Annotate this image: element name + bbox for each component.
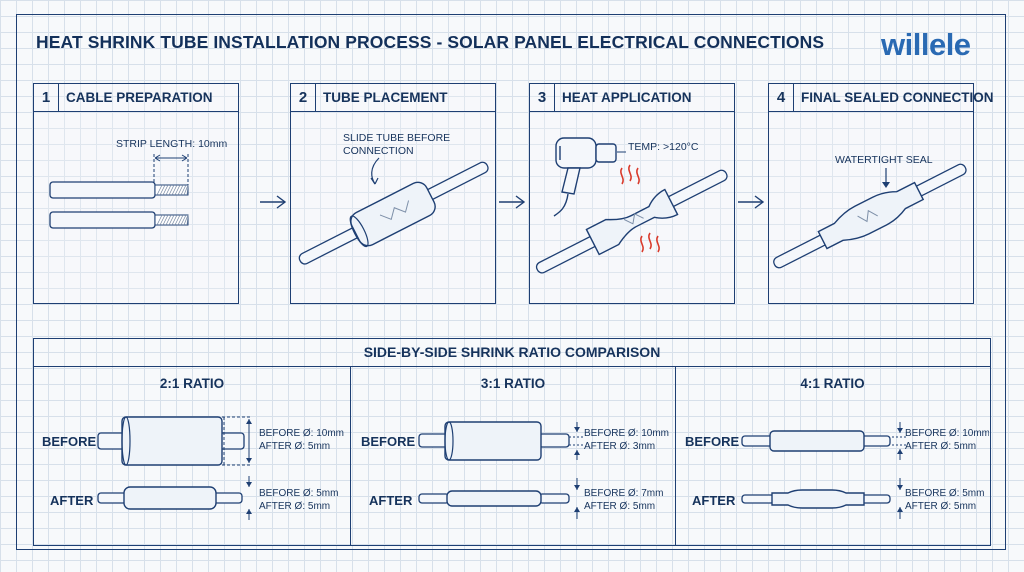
tube-before-3-1 — [418, 421, 583, 461]
arrow-right-icon — [738, 195, 765, 209]
after-label: AFTER — [50, 493, 94, 508]
before-label: BEFORE — [685, 434, 740, 449]
step-1-number: 1 — [34, 84, 59, 111]
dim-before: BEFORE Ø: 10mm — [905, 428, 989, 439]
ratio-title: 2:1 RATIO — [159, 376, 225, 391]
tube-before-4-1 — [741, 422, 908, 460]
shrinking-tube — [585, 188, 679, 256]
ratio-column-2-1: 2:1 RATIO BEFORE AFTER BEFORE Ø: 10mm AF… — [34, 366, 351, 545]
ratio-title: 4:1 RATIO — [800, 376, 865, 391]
ratio-title: 3:1 RATIO — [480, 376, 546, 391]
cable-with-tube — [298, 161, 489, 265]
step-1-title: CABLE PREPARATION — [66, 90, 213, 105]
heat-application-illustration: TEMP: >120°C — [535, 137, 728, 274]
tube-before-2-1 — [97, 416, 252, 466]
step-4-number: 4 — [769, 84, 794, 111]
arrow-right-icon — [499, 195, 526, 209]
final-connection-illustration: WATERTIGHT SEAL — [773, 154, 967, 269]
dim-after: AFTER Ø: 3mm — [584, 441, 655, 452]
step-4-header: 4 FINAL SEALED CONNECTION — [769, 84, 994, 112]
strip-length-label: STRIP LENGTH: 10mm — [116, 138, 227, 150]
step-3-number: 3 — [530, 84, 555, 111]
stripped-cable — [49, 181, 189, 199]
step-1-panel: 1 CABLE PREPARATION STRIP LENGTH: 10mm — [33, 83, 239, 304]
step-3-panel: 3 HEAT APPLICATION TEMP: >120°C — [529, 83, 735, 304]
outer-frame — [16, 14, 1006, 550]
dim-before: BEFORE Ø: 5mm — [259, 488, 338, 499]
dim-before: BEFORE Ø: 10mm — [259, 428, 344, 439]
dim-before: BEFORE Ø: 7mm — [584, 488, 663, 499]
wire-splice — [379, 200, 410, 221]
heat-waves-top-icon — [620, 164, 640, 185]
dim-after: AFTER Ø: 5mm — [905, 441, 976, 452]
step-4-title: FINAL SEALED CONNECTION — [801, 90, 994, 105]
dim-before: BEFORE Ø: 10mm — [584, 428, 669, 439]
sealed-cable — [773, 163, 967, 269]
tube-after-2-1 — [97, 476, 252, 520]
tube-placement-illustration: SLIDE TUBE BEFORE CONNECTION — [298, 132, 489, 265]
step-3-title: HEAT APPLICATION — [562, 90, 692, 105]
slide-tube-label-line-2: CONNECTION — [343, 145, 414, 157]
dim-after: AFTER Ø: 5mm — [905, 501, 976, 512]
before-label: BEFORE — [42, 434, 97, 449]
ratio-column-4-1: 4:1 RATIO BEFORE AFTER BEFORE Ø: 10mm AF… — [676, 366, 989, 545]
step-4-panel: 4 FINAL SEALED CONNECTION WATERTIGHT SEA… — [768, 83, 994, 304]
step-2-title: TUBE PLACEMENT — [323, 90, 448, 105]
comparison-title: SIDE-BY-SIDE SHRINK RATIO COMPARISON — [34, 339, 990, 367]
cable-heating — [535, 169, 728, 274]
brand-logo: willele — [881, 27, 971, 62]
page-title: HEAT SHRINK TUBE INSTALLATION PROCESS - … — [36, 32, 825, 52]
step-3-header: 3 HEAT APPLICATION — [530, 84, 734, 112]
sealed-tube — [817, 181, 925, 250]
ratio-column-3-1: 3:1 RATIO BEFORE AFTER BEFORE Ø: 10mm AF… — [351, 366, 676, 545]
dim-after: AFTER Ø: 5mm — [584, 501, 655, 512]
step-1-header: 1 CABLE PREPARATION — [34, 84, 238, 112]
after-label: AFTER — [692, 493, 736, 508]
before-label: BEFORE — [361, 434, 416, 449]
step-2-panel: 2 TUBE PLACEMENT SLIDE TUBE BEFORE CONNE… — [290, 83, 496, 304]
slide-tube-label-line-1: SLIDE TUBE BEFORE — [343, 132, 450, 144]
tube-after-3-1 — [418, 478, 580, 519]
tube-after-4-1 — [741, 478, 903, 519]
temperature-label: TEMP: >120°C — [628, 141, 699, 153]
heat-waves-bottom-icon — [640, 232, 660, 253]
after-label: AFTER — [369, 493, 413, 508]
heat-gun-icon — [553, 137, 617, 217]
dim-after: AFTER Ø: 5mm — [259, 441, 330, 452]
dim-before: BEFORE Ø: 5mm — [905, 488, 984, 499]
step-2-number: 2 — [291, 84, 316, 111]
dim-after: AFTER Ø: 5mm — [259, 501, 330, 512]
ratio-comparison-panel: SIDE-BY-SIDE SHRINK RATIO COMPARISON 2:1… — [33, 338, 991, 546]
step-2-header: 2 TUBE PLACEMENT — [291, 84, 495, 112]
stripped-cable — [49, 211, 189, 229]
arrow-right-icon — [260, 195, 287, 209]
cable-preparation-illustration: STRIP LENGTH: 10mm — [49, 138, 227, 229]
watertight-seal-label: WATERTIGHT SEAL — [835, 154, 933, 166]
